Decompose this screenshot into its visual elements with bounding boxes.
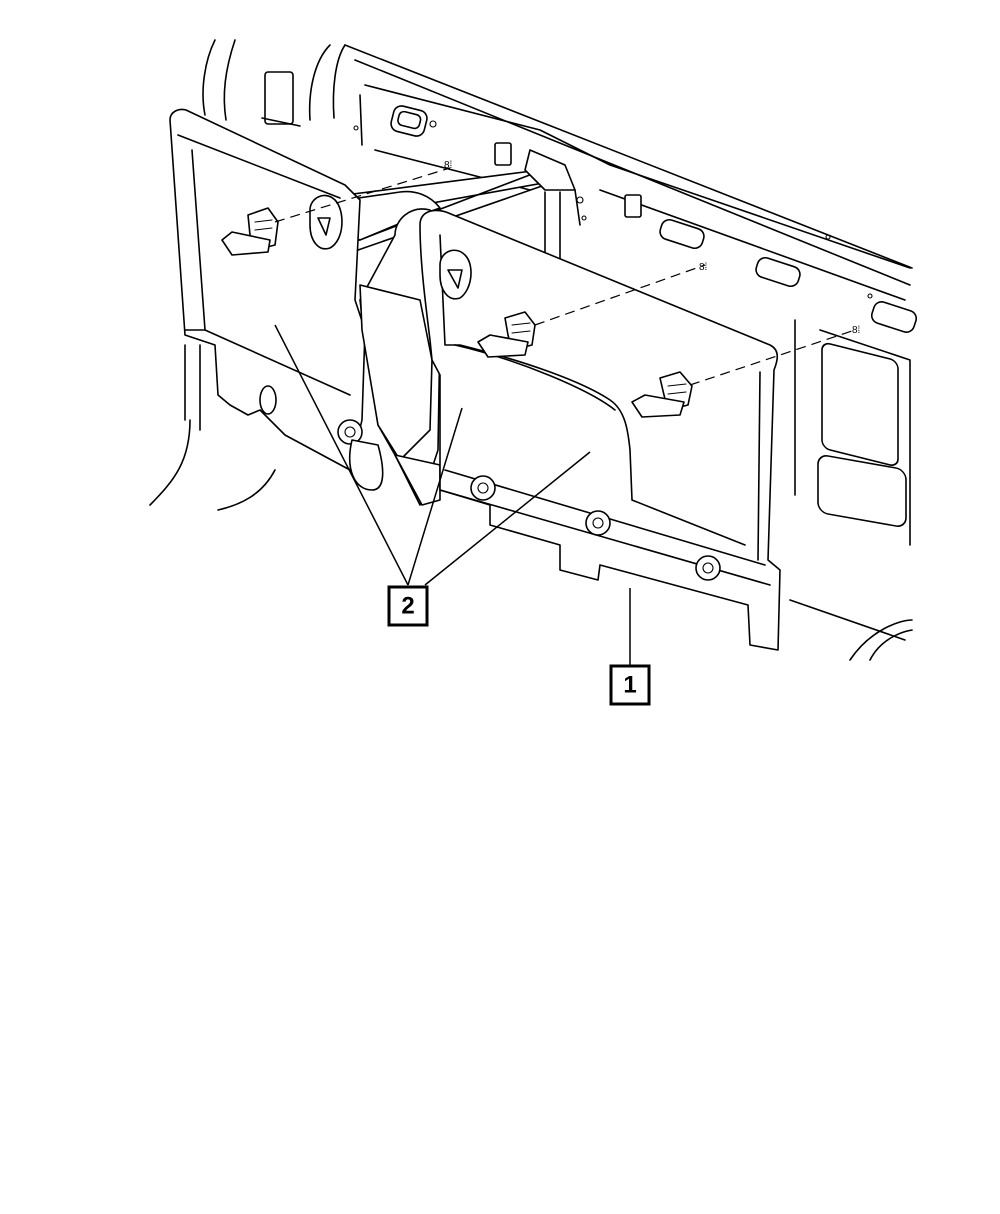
svg-text:8⁞: 8⁞ bbox=[444, 160, 452, 171]
callout-2-label: 2 bbox=[401, 593, 414, 620]
anchor-hook-3 bbox=[631, 371, 693, 418]
callout-2-leaders bbox=[274, 324, 591, 586]
callout-1: 1 bbox=[609, 664, 651, 706]
svg-text:8⁞: 8⁞ bbox=[852, 325, 860, 336]
callout-1-label: 1 bbox=[623, 672, 636, 699]
callout-2: 2 bbox=[387, 585, 429, 627]
belt-buckle-center bbox=[439, 249, 472, 300]
svg-text:8⁞: 8⁞ bbox=[699, 262, 707, 273]
right-trim-panel bbox=[419, 209, 781, 651]
anchor-hook-2 bbox=[477, 311, 536, 358]
cab-rear-wall-outline bbox=[149, 39, 918, 661]
center-seat-strap bbox=[348, 208, 441, 506]
belt-buckle-left bbox=[309, 194, 343, 250]
install-lines bbox=[274, 167, 856, 386]
anchor-hook-1 bbox=[221, 207, 279, 256]
fastener-markers: 8⁞ 8⁞ 8⁞ bbox=[444, 160, 860, 336]
